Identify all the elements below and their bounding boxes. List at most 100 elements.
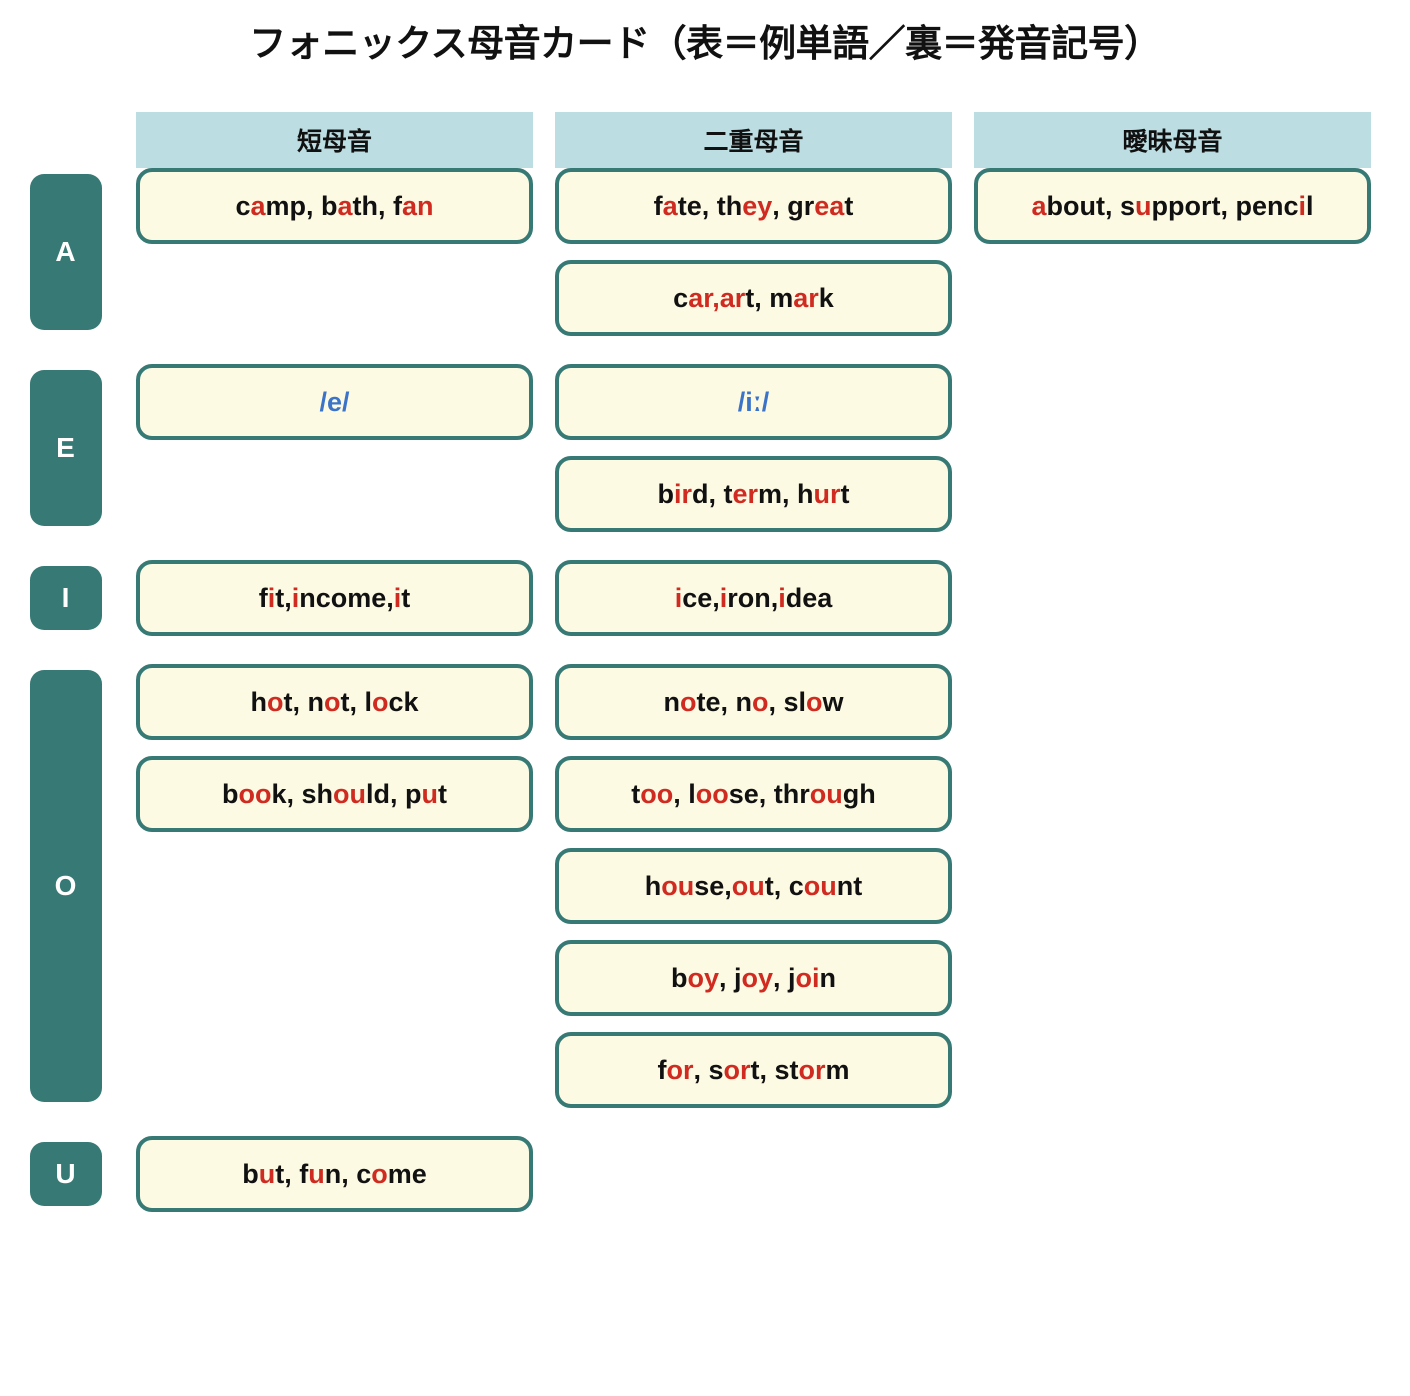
word-text: m <box>825 1054 850 1085</box>
row-gap <box>0 336 1410 364</box>
word-text: bout, s <box>1046 190 1136 221</box>
header-col-short: 短母音 <box>131 112 550 168</box>
vowel-tile-i[interactable]: I <box>29 566 102 630</box>
highlighted-vowel: oi <box>795 962 820 993</box>
highlighted-vowel: oo <box>238 778 272 809</box>
highlighted-vowel: u <box>421 778 439 809</box>
vowel-tile-cell: O <box>0 664 131 1108</box>
vowel-tile-e[interactable]: E <box>29 370 102 526</box>
highlighted-vowel: oy <box>741 962 774 993</box>
word-text: k <box>818 282 834 313</box>
word-text: ce, <box>682 582 720 613</box>
highlighted-vowel: i <box>267 582 276 613</box>
highlighted-vowel: o <box>371 1158 388 1189</box>
word-text: l <box>1306 190 1314 221</box>
highlighted-vowel: i <box>778 582 786 613</box>
word-text: f <box>653 190 663 221</box>
word-text: b <box>242 1158 259 1189</box>
row-gap <box>0 636 1410 664</box>
word-text: mp, b <box>265 190 338 221</box>
cards-column-schwa <box>969 364 1388 532</box>
word-text: t, m <box>745 282 794 313</box>
word-text: f <box>657 1054 667 1085</box>
highlighted-vowel: ou <box>809 778 843 809</box>
word-text: me <box>387 1158 427 1189</box>
highlighted-vowel: ir <box>673 478 692 509</box>
word-text: te, th <box>677 190 743 221</box>
word-text: t <box>438 778 448 809</box>
highlighted-vowel: i <box>674 582 683 613</box>
vowel-tile-o[interactable]: O <box>29 670 102 1102</box>
word-text: , l <box>673 778 696 809</box>
word-text: /e/ <box>319 386 350 417</box>
highlighted-vowel: ou <box>731 870 765 901</box>
highlighted-vowel: ou <box>803 870 837 901</box>
highlighted-vowel: o <box>806 686 823 717</box>
phonetic-card[interactable]: /iː/ <box>555 364 952 440</box>
highlighted-vowel: ar <box>793 282 819 313</box>
highlighted-vowel: o <box>266 686 284 717</box>
header-vowel-spacer <box>0 112 131 168</box>
phonetic-card[interactable]: /e/ <box>136 364 533 440</box>
word-text: te, n <box>696 686 752 717</box>
highlighted-vowel: ar,ar <box>688 282 746 313</box>
word-text: th, f <box>352 190 403 221</box>
highlighted-vowel: a <box>1031 190 1047 221</box>
row-gap <box>0 1108 1410 1136</box>
highlighted-vowel: o <box>371 686 389 717</box>
header-col-diphthong: 二重母音 <box>550 112 969 168</box>
word-text: t, <box>275 582 292 613</box>
word-text: h <box>250 686 267 717</box>
word-text: n, c <box>324 1158 372 1189</box>
word-text: ck <box>388 686 419 717</box>
cards-column-schwa <box>969 664 1388 1108</box>
highlighted-vowel: i <box>393 582 402 613</box>
word-text: t, l <box>340 686 372 717</box>
highlighted-vowel: ou <box>333 778 367 809</box>
word-text: b <box>221 778 239 809</box>
highlighted-vowel: u <box>308 1158 325 1189</box>
word-text: m, h <box>758 478 814 509</box>
highlighted-vowel: u <box>258 1158 276 1189</box>
word-text: t <box>401 582 411 613</box>
highlighted-vowel: o <box>323 686 341 717</box>
vowel-tile-cell: U <box>0 1136 131 1212</box>
word-text: t, st <box>750 1054 799 1085</box>
highlighted-vowel: an <box>402 190 434 221</box>
word-text: ron, <box>727 582 779 613</box>
vowel-tile-u[interactable]: U <box>29 1142 102 1206</box>
vowel-tile-cell: I <box>0 560 131 636</box>
word-text: d, t <box>691 478 733 509</box>
highlighted-vowel: u <box>1135 190 1152 221</box>
vowel-tile-cell: A <box>0 168 131 336</box>
vowel-tile-cell: E <box>0 364 131 532</box>
header-label-diphthong: 二重母音 <box>555 112 952 168</box>
word-text: se, <box>694 870 732 901</box>
cards-column-short: /e/ <box>131 364 550 532</box>
word-text: c <box>673 282 689 313</box>
word-text: k, sh <box>271 778 334 809</box>
vowel-tile-a[interactable]: A <box>29 174 102 330</box>
